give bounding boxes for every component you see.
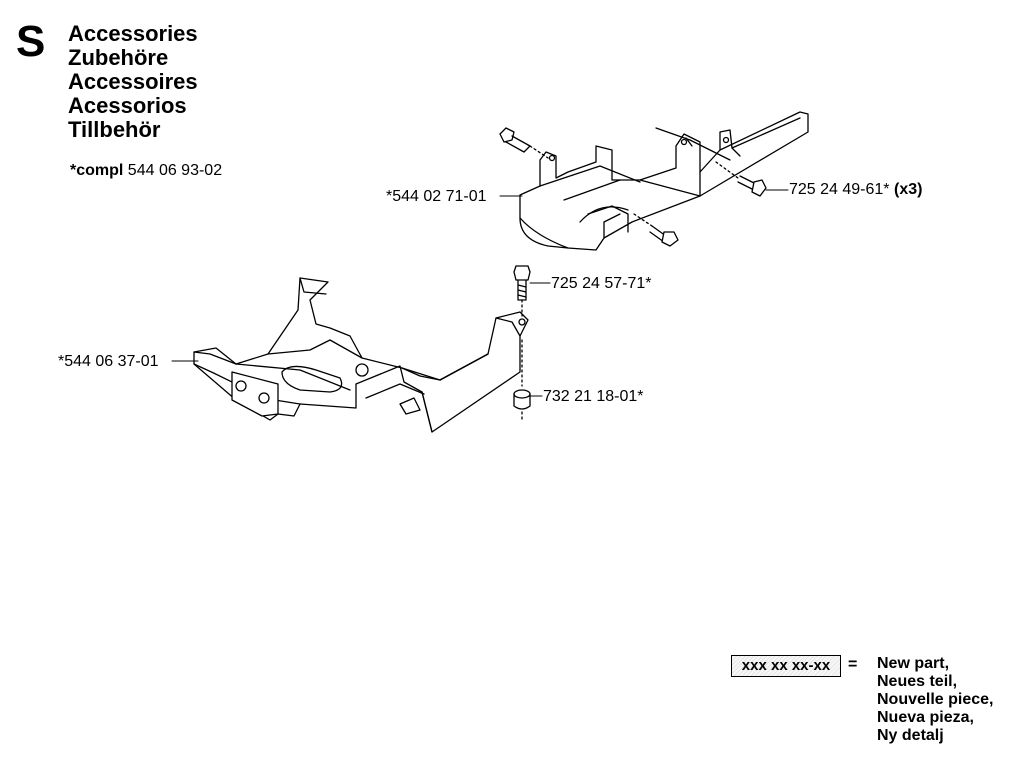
bracket-upper-drawing	[519, 111, 809, 251]
bolt-under-bracket-drawing	[633, 213, 679, 247]
part-label-bolt-vertical: 725 24 57-71*	[551, 275, 652, 292]
section-letter: S	[16, 17, 46, 66]
part-label-nut: 732 21 18-01*	[543, 388, 644, 405]
part-label-bracket-lower: *544 06 37-01	[58, 353, 159, 370]
compl-kit-number: *compl 544 06 93-02	[70, 162, 222, 180]
legend-meanings: New part, Neues teil, Nouvelle piece, Nu…	[877, 655, 994, 745]
title-sv: Tillbehör	[68, 117, 161, 142]
title-de: Zubehöre	[68, 45, 169, 70]
nut-drawing	[513, 339, 531, 421]
compl-number: 544 06 93-02	[127, 162, 223, 179]
bolt-upper-left-drawing	[499, 127, 549, 159]
legend-meaning-sv: Ny detalj	[877, 727, 944, 744]
legend-meaning-de: Neues teil,	[877, 673, 958, 690]
legend-meaning-fr: Nouvelle piece,	[877, 691, 994, 708]
bolt-right-drawing	[715, 161, 767, 197]
leader-lines	[171, 189, 789, 397]
title-fr: Accessoires	[68, 69, 198, 94]
legend-meaning-en: New part,	[877, 655, 950, 672]
title-block: Accessories Zubehöre Accessoires Acessor…	[68, 22, 198, 142]
part-label-bracket-upper: *544 02 71-01	[386, 188, 487, 205]
bracket-lower-drawing	[193, 277, 529, 433]
bolt-vertical-drawing	[513, 265, 531, 317]
title-es: Acessorios	[68, 93, 187, 118]
quantity-badge: (x3)	[893, 181, 923, 198]
compl-label: *compl	[70, 162, 124, 179]
title-en: Accessories	[68, 21, 198, 46]
legend-equals: =	[848, 656, 858, 673]
legend-meaning-es: Nueva pieza,	[877, 709, 974, 726]
legend-code-box: xxx xx xx-xx	[731, 655, 841, 677]
part-label-bolt-right: 725 24 49-61* (x3)	[789, 181, 923, 198]
